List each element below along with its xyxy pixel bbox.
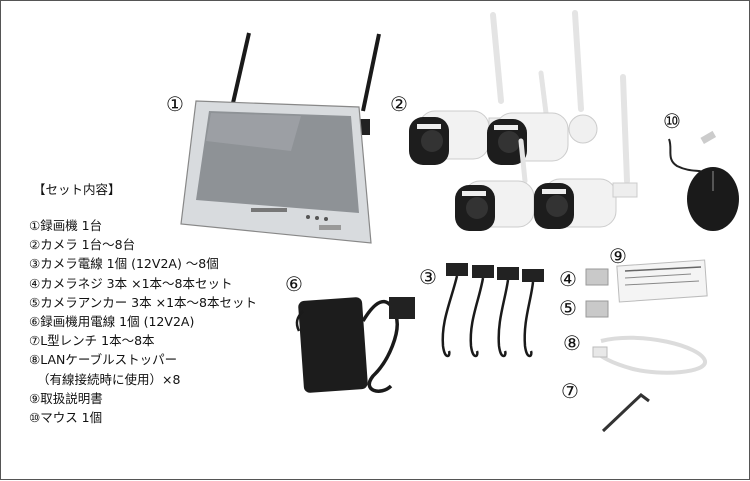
camera-icon-3 <box>455 138 535 231</box>
list-item: ④カメラネジ 3本 ×1本～8本セット <box>29 275 233 291</box>
list-item: ①録画機 1台 <box>29 218 103 233</box>
list-item: ⑨取扱説明書 <box>29 390 103 406</box>
manual-icon <box>616 259 708 303</box>
callout-3: ③ <box>419 265 437 289</box>
set-contents-list: ①録画機 1台 ②カメラ 1台～8台 ③カメラ電線 1個 (12V2A) ～8個… <box>29 216 257 427</box>
screws-bag-icon <box>585 268 609 286</box>
callout-8: ⑧ <box>563 331 581 355</box>
camera-icon-2 <box>487 10 598 165</box>
list-item: ⑦L型レンチ 1本～8本 <box>29 333 155 349</box>
list-item: ⑩マウス 1個 <box>29 410 103 426</box>
power-adapter-icon <box>295 297 415 393</box>
list-item: ③カメラ電線 1個 (12V2A) ～8個 <box>29 256 219 272</box>
callout-6: ⑥ <box>285 272 303 296</box>
camera-power-cables-icon <box>441 263 544 358</box>
callout-5: ⑤ <box>559 296 577 320</box>
callout-4: ④ <box>559 267 577 291</box>
callout-2: ② <box>390 92 408 116</box>
callout-10: ⑩ <box>663 109 681 133</box>
anchors-bag-icon <box>585 300 609 318</box>
list-item: ⑧LANケーブルストッパー <box>29 352 178 368</box>
set-contents-title: 【セット内容】 <box>33 182 121 197</box>
callout-9: ⑨ <box>609 244 627 268</box>
lan-cable-icon <box>592 335 707 375</box>
list-item: ⑥録画機用電線 1個 (12V2A) <box>29 314 195 330</box>
list-item: （有線接続時に使用）×8 <box>37 371 181 387</box>
mouse-icon <box>668 130 739 231</box>
l-wrench-icon <box>601 393 650 433</box>
nvr-monitor-icon <box>180 32 381 244</box>
callout-1: ① <box>166 92 184 116</box>
list-item: ②カメラ 1台～8台 <box>29 237 136 253</box>
list-item: ⑤カメラアンカー 3本 ×1本～8本セット <box>29 294 257 310</box>
callout-7: ⑦ <box>561 379 579 403</box>
camera-icon-4 <box>534 74 638 229</box>
